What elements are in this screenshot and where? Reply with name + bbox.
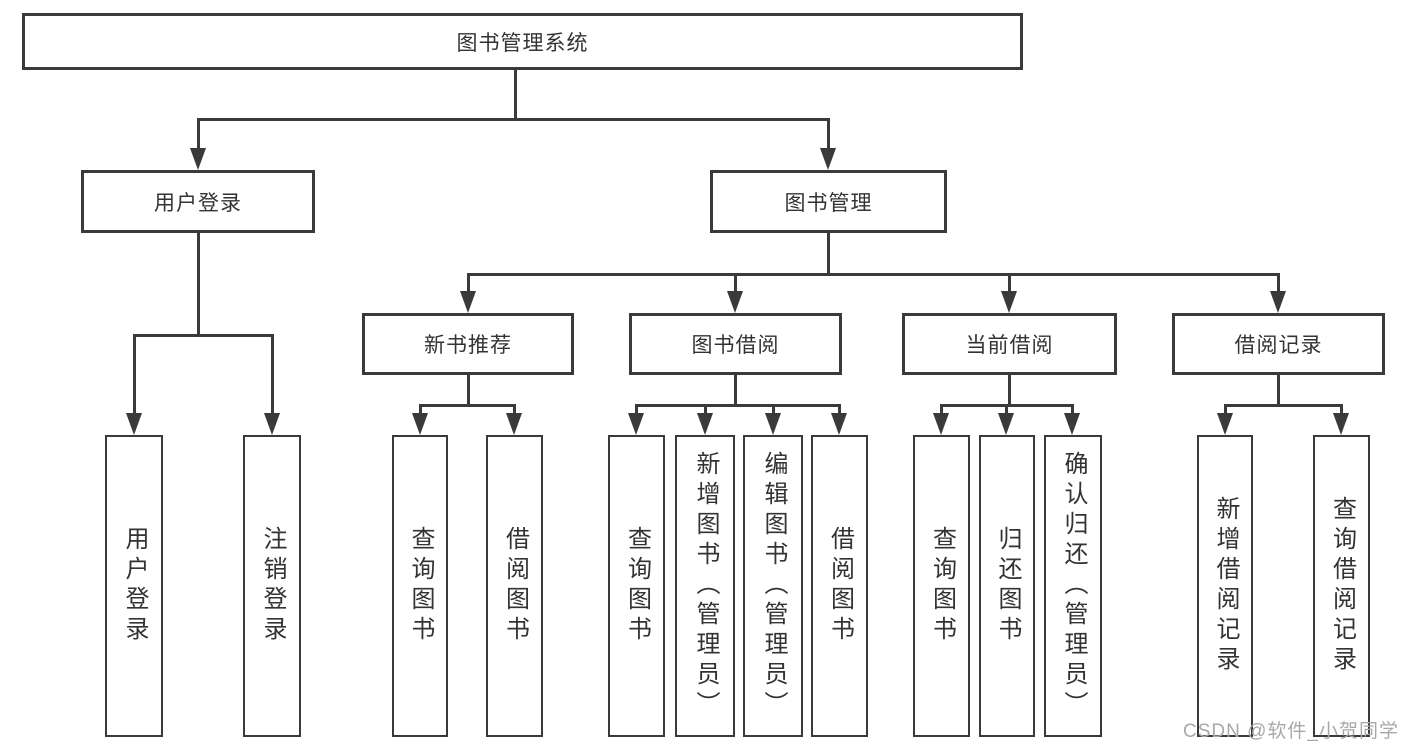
node-confirm-return-admin: 确认归还（管理员） [1044, 435, 1102, 737]
connector-line [1340, 404, 1343, 418]
arrowhead-down-icon [506, 413, 522, 435]
node-book-management: 图书管理 [710, 170, 947, 233]
arrowhead-down-icon [765, 413, 781, 435]
connector-line [635, 404, 638, 418]
connector-line [419, 404, 516, 407]
arrowhead-down-icon [933, 413, 949, 435]
connector-line [1008, 273, 1011, 297]
connector-line [940, 404, 943, 418]
node-borrow-books-leaf: 借阅图书 [811, 435, 868, 737]
connector-line [467, 375, 470, 407]
arrowhead-down-icon [998, 413, 1014, 435]
arrowhead-down-icon [1001, 291, 1017, 313]
arrowhead-down-icon [126, 413, 142, 435]
connector-line [1071, 404, 1074, 418]
connector-line [133, 334, 136, 418]
connector-line [467, 273, 470, 297]
arrowhead-down-icon [727, 291, 743, 313]
arrowhead-down-icon [628, 413, 644, 435]
arrowhead-down-icon [264, 413, 280, 435]
arrowhead-down-icon [1064, 413, 1080, 435]
connector-line [734, 375, 737, 407]
connector-line [1008, 375, 1011, 407]
node-edit-books-admin: 编辑图书（管理员） [743, 435, 803, 737]
arrowhead-down-icon [1217, 413, 1233, 435]
connector-line [704, 404, 707, 418]
connector-line [827, 118, 830, 152]
node-user-login: 用户登录 [81, 170, 315, 233]
connector-line [1277, 273, 1280, 297]
arrowhead-down-icon [1333, 413, 1349, 435]
connector-line [1005, 404, 1008, 418]
node-current-borrow: 当前借阅 [902, 313, 1117, 375]
arrowhead-down-icon [820, 148, 836, 170]
node-query-borrow-record: 查询借阅记录 [1313, 435, 1370, 737]
node-root: 图书管理系统 [22, 13, 1023, 70]
connector-line [838, 404, 841, 418]
arrowhead-down-icon [831, 413, 847, 435]
connector-line [827, 233, 830, 276]
node-borrow-records: 借阅记录 [1172, 313, 1385, 375]
connector-line [133, 334, 274, 337]
connector-line [271, 334, 274, 418]
node-return-books: 归还图书 [979, 435, 1035, 737]
arrowhead-down-icon [460, 291, 476, 313]
connector-line [467, 273, 1280, 276]
node-query-books-borrow: 查询图书 [608, 435, 665, 737]
connector-line [419, 404, 422, 418]
arrowhead-down-icon [412, 413, 428, 435]
arrowhead-down-icon [190, 148, 206, 170]
node-query-books-current: 查询图书 [913, 435, 970, 737]
connector-line [1224, 404, 1343, 407]
arrowhead-down-icon [697, 413, 713, 435]
arrowhead-down-icon [1270, 291, 1286, 313]
connector-line [772, 404, 775, 418]
node-user-login-leaf: 用户登录 [105, 435, 163, 737]
connector-line [734, 273, 737, 297]
node-query-books-recommend: 查询图书 [392, 435, 448, 737]
node-add-books-admin: 新增图书（管理员） [675, 435, 735, 737]
node-new-book-recommend: 新书推荐 [362, 313, 574, 375]
connector-line [514, 70, 517, 121]
csdn-watermark: CSDN @软件_小贺同学 [1183, 721, 1399, 742]
connector-line [1224, 404, 1227, 418]
node-borrow-books-recommend: 借阅图书 [486, 435, 543, 737]
node-add-borrow-record: 新增借阅记录 [1197, 435, 1253, 737]
connector-line [197, 118, 200, 152]
node-logout-leaf: 注销登录 [243, 435, 301, 737]
connector-line [197, 233, 200, 337]
connector-line [635, 404, 841, 407]
connector-line [1277, 375, 1280, 407]
node-book-borrow: 图书借阅 [629, 313, 842, 375]
connector-line [197, 118, 830, 121]
connector-line [513, 404, 516, 418]
